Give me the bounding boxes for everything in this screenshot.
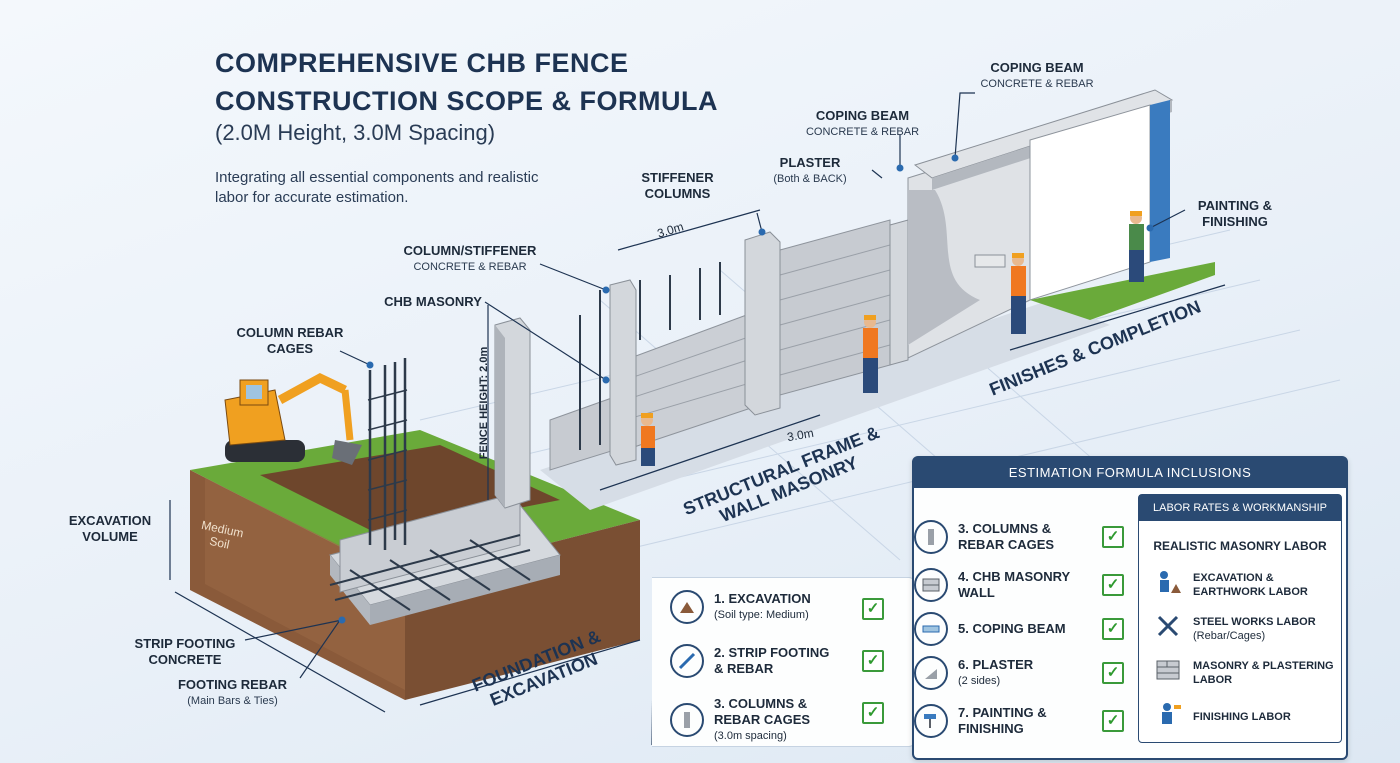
callout-column-stiffener: COLUMN/STIFFENER CONCRETE & REBAR (403, 243, 537, 273)
labor-heading: LABOR RATES & WORKMANSHIP (1139, 495, 1341, 521)
inclusions-heading: ESTIMATION FORMULA INCLUSIONS (914, 458, 1346, 488)
callout-strip-footing: STRIP FOOTING CONCRETE (134, 636, 236, 667)
inclusion-item-columns: 3. COLUMNS & REBAR CAGES(3.0m spacing) (670, 696, 832, 744)
check-icon: ✓ (1102, 662, 1124, 684)
inclusions-foundation-list: 1. EXCAVATION(Soil type: Medium) ✓ 2. ST… (652, 577, 915, 747)
beam-icon (914, 612, 948, 646)
worker-shovel-icon (1155, 569, 1183, 600)
labor-panel: LABOR RATES & WORKMANSHIP REALISTIC MASO… (1138, 494, 1342, 743)
callout-excavation-volume: EXCAVATION VOLUME (68, 513, 152, 544)
inclusion-item-columns-rebar: 3. COLUMNS & REBAR CAGES (914, 520, 1076, 554)
callout-chb-masonry: CHB MASONRY (384, 294, 482, 309)
callout-dots (338, 154, 1154, 624)
inclusion-item-excavation: 1. EXCAVATION(Soil type: Medium) (670, 590, 832, 624)
labor-item-finishing: FINISHING LABOR (1155, 701, 1291, 732)
worker-figures (641, 211, 1144, 466)
callout-plaster: PLASTER (Both & BACK) (773, 155, 847, 185)
check-icon: ✓ (1102, 710, 1124, 732)
dimension-fence-height: FENCE HEIGHT: 2.0m (478, 346, 491, 460)
foundation-section (190, 317, 640, 700)
column-icon (670, 703, 704, 737)
labor-item-steel-works: STEEL WORKS LABOR(Rebar/Cages) (1155, 613, 1316, 644)
callout-stiffener-columns: STIFFENER COLUMNS (641, 170, 714, 201)
tools-icon (1155, 613, 1183, 644)
inclusion-item-painting: 7. PAINTING & FINISHING (914, 704, 1076, 738)
excavator-illustration (224, 372, 362, 465)
check-icon: ✓ (862, 598, 884, 620)
check-icon: ✓ (862, 702, 884, 724)
page-title: COMPREHENSIVE CHB FENCE CONSTRUCTION SCO… (215, 44, 718, 120)
soil-icon (670, 590, 704, 624)
title-line-2: CONSTRUCTION SCOPE & FORMULA (215, 86, 718, 116)
check-icon: ✓ (1102, 526, 1124, 548)
painter-icon (1155, 701, 1183, 732)
check-icon: ✓ (1102, 574, 1124, 596)
title-line-1: COMPREHENSIVE CHB FENCE (215, 48, 629, 78)
check-icon: ✓ (862, 650, 884, 672)
callout-coping-beam: COPING BEAM CONCRETE & REBAR (805, 108, 920, 138)
rebar-icon (670, 644, 704, 678)
callout-column-rebar-cages: COLUMN REBAR CAGES (236, 325, 344, 356)
callout-painting: PAINTING & FINISHING (1197, 198, 1273, 229)
page-subtitle: (2.0M Height, 3.0M Spacing) (215, 120, 496, 145)
check-icon: ✓ (1102, 618, 1124, 640)
wall-section (540, 89, 1215, 510)
paint-roller-icon (914, 704, 948, 738)
inclusion-item-plaster: 6. PLASTER(2 sides) (914, 656, 1076, 690)
inclusion-item-chb-masonry: 4. CHB MASONRY WALL (914, 568, 1076, 602)
labor-item-masonry: MASONRY & PLASTERING LABOR (1155, 657, 1341, 688)
callout-coping-beam-top: COPING BEAM CONCRETE & REBAR (980, 60, 1094, 90)
labor-item-excavation: EXCAVATION & EARTHWORK LABOR (1155, 569, 1341, 600)
inclusion-item-strip-footing: 2. STRIP FOOTING & REBAR (670, 644, 832, 678)
inclusion-item-coping-beam: 5. COPING BEAM (914, 612, 1076, 646)
brick-wall-icon (1155, 657, 1183, 688)
column-icon (914, 520, 948, 554)
page-description: Integrating all essential components and… (215, 169, 539, 206)
labor-subheading: REALISTIC MASONRY LABOR (1153, 539, 1327, 553)
brick-icon (914, 568, 948, 602)
callout-footing-rebar: FOOTING REBAR (Main Bars & Ties) (177, 677, 288, 707)
trowel-icon (914, 656, 948, 690)
